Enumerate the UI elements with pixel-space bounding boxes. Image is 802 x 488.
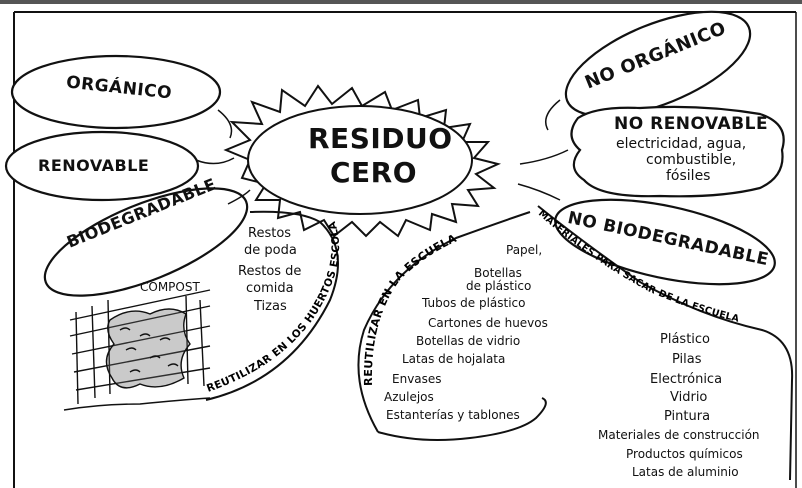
bubble-no-organico (564, 10, 752, 118)
bubble-no-renovable (570, 105, 785, 198)
sacar-arc (537, 205, 794, 481)
bubble-biodegradable (43, 187, 249, 297)
escuela-item-2: de plástico (466, 279, 532, 293)
huertos-arc (205, 210, 339, 401)
escuela-item-6: Latas de hojalata (402, 352, 506, 366)
sacar-item-2: Electrónica (650, 372, 723, 387)
escuela-item-3: Tubos de plástico (422, 296, 526, 310)
huertos-item-3: comida (246, 281, 294, 296)
escuela-item-0: Papel, (506, 243, 543, 257)
center-title-line2: CERO (330, 156, 418, 189)
sacar-item-0: Plástico (660, 332, 711, 347)
bubble-organico (10, 54, 222, 130)
bubble-renovable (4, 130, 200, 202)
escuela-item-9: Estanterías y tablones (386, 408, 520, 422)
escuela-item-4: Cartones de huevos (428, 316, 548, 330)
connector-left (195, 109, 251, 205)
scan-edge (0, 0, 802, 4)
label-renovable: RENOVABLE (38, 156, 150, 175)
sacar-item-7: Latas de aluminio (632, 465, 739, 479)
no-renovable-detail-3: fósiles (666, 168, 711, 184)
sacar-item-6: Productos químicos (626, 447, 743, 461)
sacar-item-4: Pintura (664, 409, 711, 424)
huertos-item-2: Restos de (238, 264, 302, 279)
sacar-item-3: Vidrio (670, 390, 708, 405)
no-renovable-detail-1: electricidad, agua, (616, 136, 747, 152)
escuela-item-1: Botellas (474, 266, 522, 280)
compost-label: COMPOST (140, 280, 200, 294)
center-burst (223, 84, 502, 238)
center-title-line1: RESIDUO (308, 122, 453, 155)
label-no-renovable: NO RENOVABLE (614, 114, 769, 134)
escuela-arc (357, 211, 547, 441)
huertos-item-1: de poda (244, 243, 297, 258)
compost-illustration (63, 289, 211, 411)
no-renovable-detail-2: combustible, (646, 152, 737, 168)
huertos-item-4: Tizas (254, 299, 287, 314)
huertos-item-0: Restos (248, 226, 292, 241)
sacar-item-5: Materiales de construcción (598, 428, 760, 442)
escuela-item-7: Envases (392, 372, 442, 386)
connector-right (517, 99, 569, 201)
escuela-item-8: Azulejos (384, 390, 434, 404)
sacar-item-1: Pilas (672, 352, 702, 367)
center-ellipse (247, 105, 473, 215)
escuela-item-5: Botellas de vidrio (416, 334, 521, 348)
